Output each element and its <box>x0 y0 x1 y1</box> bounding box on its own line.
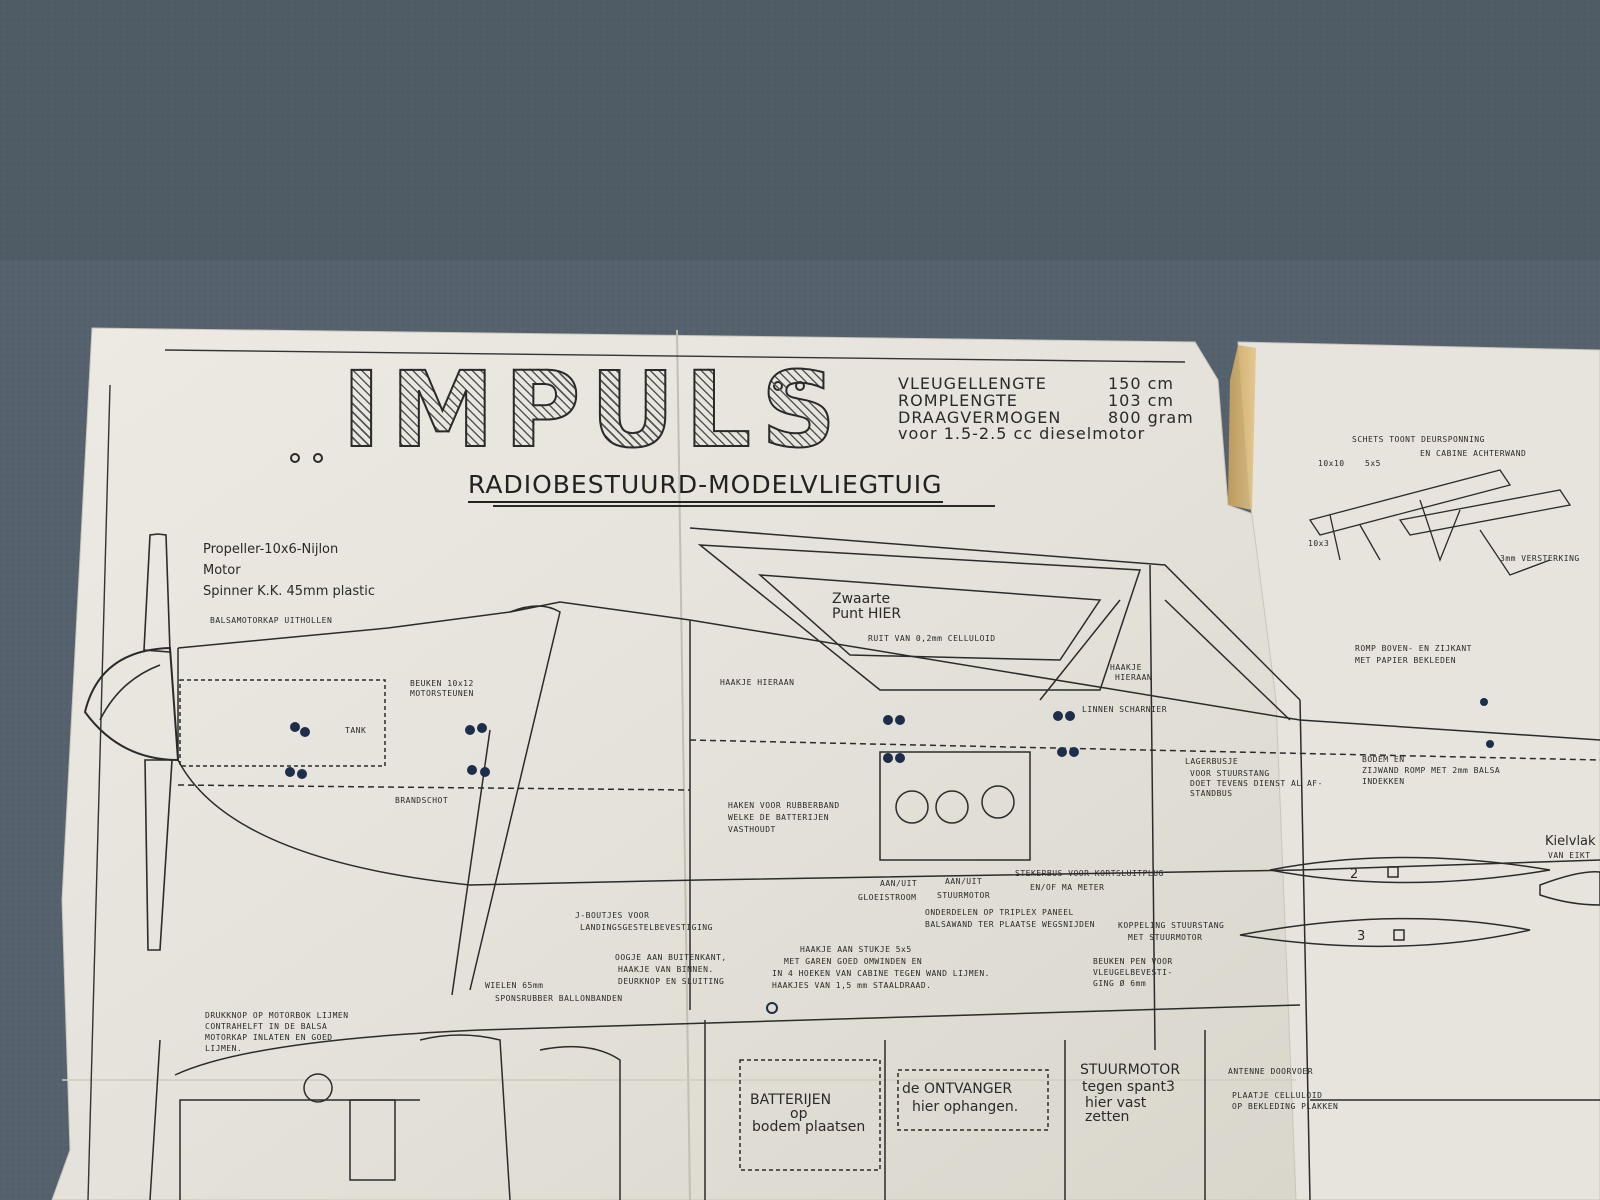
note-brandschot: BRANDSCHOT <box>395 796 449 805</box>
title-dots <box>290 381 805 463</box>
note-ruit: RUIT VAN 0,2mm CELLULOID <box>868 634 996 643</box>
note-batterijen-1: BATTERIJEN <box>750 1092 832 1108</box>
spec-value: 103 cm <box>1108 390 1175 410</box>
engine-note: voor 1.5-2.5 cc dieselmotor <box>898 424 1146 444</box>
fuselage-bottom-view <box>149 1004 1600 1200</box>
note-haakje: HAAKJE <box>1110 663 1142 672</box>
note-oogje-1: OOGJE AAN BUITENKANT, <box>615 953 727 962</box>
part-number-3: 3 <box>1357 929 1366 944</box>
note-haken-3: VASTHOUDT <box>728 825 776 834</box>
note-ontvanger-2: hier ophangen. <box>912 1099 1019 1115</box>
note-antenne: ANTENNE DOORVOER <box>1228 1067 1314 1076</box>
note-lager-4: STANDBUS <box>1190 789 1233 798</box>
note-gloeistroom: GLOEISTROOM <box>858 893 917 902</box>
note-bodem-1: BODEM EN <box>1362 755 1405 764</box>
note-drukknop-1: DRUKKNOP OP MOTORBOK LIJMEN <box>205 1011 349 1020</box>
spec-table: VLEUGELLENGTE 150 cm ROMPLENGTE 103 cm DRA… <box>898 374 1194 444</box>
plan-title: IMPULS <box>341 349 847 471</box>
propeller-note: Propeller-10x6-Nijlon <box>203 542 339 557</box>
note-lagerbusje: LAGERBUSJE <box>1185 757 1239 766</box>
note-onderdelen: ONDERDELEN OP TRIPLEX PANEEL <box>925 908 1074 917</box>
spec-label: ROMPLENGTE <box>898 390 1018 410</box>
note-dim-4: 3mm VERSTERKING <box>1500 554 1580 563</box>
note-hieraan: HIERAAN <box>1115 673 1153 682</box>
spec-row: DRAAGVERMOGEN 800 gram <box>898 407 1194 427</box>
note-aanuit-gloei: AAN/UIT <box>880 879 918 888</box>
note-schets-1: SCHETS TOONT DEURSPONNING <box>1352 435 1485 444</box>
note-haakje-stukje-1: HAAKJE AAN STUKJE 5x5 <box>800 945 912 954</box>
note-haakje-stukje-2: MET GAREN GOED OMWINDEN EN <box>784 957 923 966</box>
note-lager-2: VOOR STUURSTANG <box>1190 769 1270 778</box>
note-wielen-1: WIELEN 65mm <box>485 981 544 990</box>
note-ontvanger-1: de ONTVANGER <box>902 1081 1013 1097</box>
note-batterijen-3: bodem plaatsen <box>752 1119 866 1135</box>
note-drukknop-2: CONTRAHELFT IN DE BALSA <box>205 1022 328 1031</box>
note-koppeling-1: KOPPELING STUURSTANG <box>1118 921 1225 930</box>
note-onderdelen-2: BALSAWAND TER PLAATSE WEGSNIJDEN <box>925 920 1096 929</box>
spec-value: 150 cm <box>1108 374 1175 393</box>
note-kielvlak: Kielvlak <box>1545 834 1596 849</box>
note-stuurmotor-1: STUURMOTOR <box>1080 1062 1181 1078</box>
note-koppeling-2: MET STUURMOTOR <box>1128 933 1203 942</box>
note-jbout-2: LANDINGSGESTELBEVESTIGING <box>580 923 713 932</box>
note-drukknop-4: LIJMEN. <box>205 1044 243 1053</box>
note-jbout-1: J-BOUTJES VOOR <box>575 911 650 920</box>
plan-subtitle: RADIOBESTUURD-MODELVLIEGTUIG <box>468 470 943 503</box>
note-plaatje-2: OP BEKLEDING PLAKKEN <box>1232 1102 1339 1111</box>
motor-note: Motor <box>203 562 241 578</box>
note-bodem-3: INDEKKEN <box>1362 777 1405 786</box>
propeller-drawing <box>83 533 180 951</box>
spec-value: 800 gram <box>1108 407 1194 427</box>
note-romp-1: ROMP BOVEN- EN ZIJKANT <box>1355 644 1472 653</box>
note-wielen-2: SPONSRUBBER BALLONBANDEN <box>495 994 623 1003</box>
fuselage-side-view <box>177 527 1600 1200</box>
note-linnen: LINNEN SCHARNIER <box>1082 705 1168 714</box>
note-dim-2: 5x5 <box>1365 459 1381 468</box>
ink-marks <box>285 698 1494 1014</box>
note-schets-2: EN CABINE ACHTERWAND <box>1420 449 1527 458</box>
note-oogje-2: HAAKJE VAN BINNEN. <box>618 965 714 974</box>
spec-label: DRAAGVERMOGEN <box>898 407 1062 427</box>
note-stekerbus: STEKERBUS VOOR KORTSLUITPLUG <box>1015 869 1164 878</box>
note-stuurmotor-4: zetten <box>1085 1109 1130 1125</box>
note-zwaarte-punt: Punt HIER <box>832 606 902 622</box>
note-batterijen-2: op <box>790 1106 808 1122</box>
note-aanuit-stuur: AAN/UIT <box>945 877 983 886</box>
note-haakje-stukje-4: HAAKJES VAN 1,5 mm STAALDRAAD. <box>772 981 932 990</box>
spec-row: ROMPLENGTE 103 cm <box>898 390 1194 410</box>
note-dim-3: 10x3 <box>1308 539 1330 548</box>
note-zwaarte: Zwaarte <box>832 591 891 607</box>
spec-row: VLEUGELLENGTE 150 cm <box>898 374 1194 393</box>
note-kielvlak-2: VAN EIKT <box>1548 851 1591 860</box>
door-frame-sketch <box>1308 469 1572 576</box>
note-drukknop-3: MOTORKAP INLATEN EN GOED <box>205 1033 333 1042</box>
note-haken-2: WELKE DE BATTERIJEN <box>728 813 830 822</box>
note-stuurmotor-switch: STUURMOTOR <box>937 891 991 900</box>
note-bodem-2: ZIJWAND ROMP MET 2mm BALSA <box>1362 766 1501 775</box>
note-beuken: BEUKEN 10x12 <box>410 679 474 688</box>
note-beuken-pen-2: VLEUGELBEVESTI- <box>1093 968 1173 977</box>
note-balsamotorkap: BALSAMOTORKAP UITHOLLEN <box>210 616 333 625</box>
note-beuken-pen-3: GING Ø 6mm <box>1093 979 1147 988</box>
spec-label: VLEUGELLENGTE <box>898 374 1047 393</box>
note-beuken-pen-1: BEUKEN PEN VOOR <box>1093 957 1173 966</box>
note-haken-1: HAKEN VOOR RUBBERBAND <box>728 801 840 810</box>
note-romp-2: MET PAPIER BEKLEDEN <box>1355 656 1457 665</box>
tape-strip <box>1228 345 1256 510</box>
note-stekerbus-2: EN/OF MA METER <box>1030 883 1105 892</box>
note-dim-1: 10x10 <box>1318 459 1345 468</box>
note-haakje-hieraan: HAAKJE HIERAAN <box>720 678 795 687</box>
note-tank: TANK <box>345 726 367 735</box>
note-stuurmotor-2: tegen spant3 <box>1082 1079 1175 1095</box>
note-oogje-3: DEURKNOP EN SLUITING <box>618 977 725 986</box>
note-stuurmotor-3: hier vast <box>1085 1095 1147 1111</box>
note-plaatje-1: PLAATJE CELLULOID <box>1232 1091 1323 1100</box>
propeller-notes: Propeller-10x6-Nijlon Motor Spinner K.K.… <box>203 540 375 602</box>
note-lager-3: DOET TEVENS DIENST AL AF- <box>1190 779 1323 788</box>
spinner-note: Spinner K.K. 45mm plastic <box>203 583 375 599</box>
note-motorsteunen: MOTORSTEUNEN <box>410 689 474 698</box>
part-number-2: 2 <box>1350 867 1359 882</box>
note-haakje-stukje-3: IN 4 HOEKEN VAN CABINE TEGEN WAND LIJMEN… <box>772 969 990 978</box>
